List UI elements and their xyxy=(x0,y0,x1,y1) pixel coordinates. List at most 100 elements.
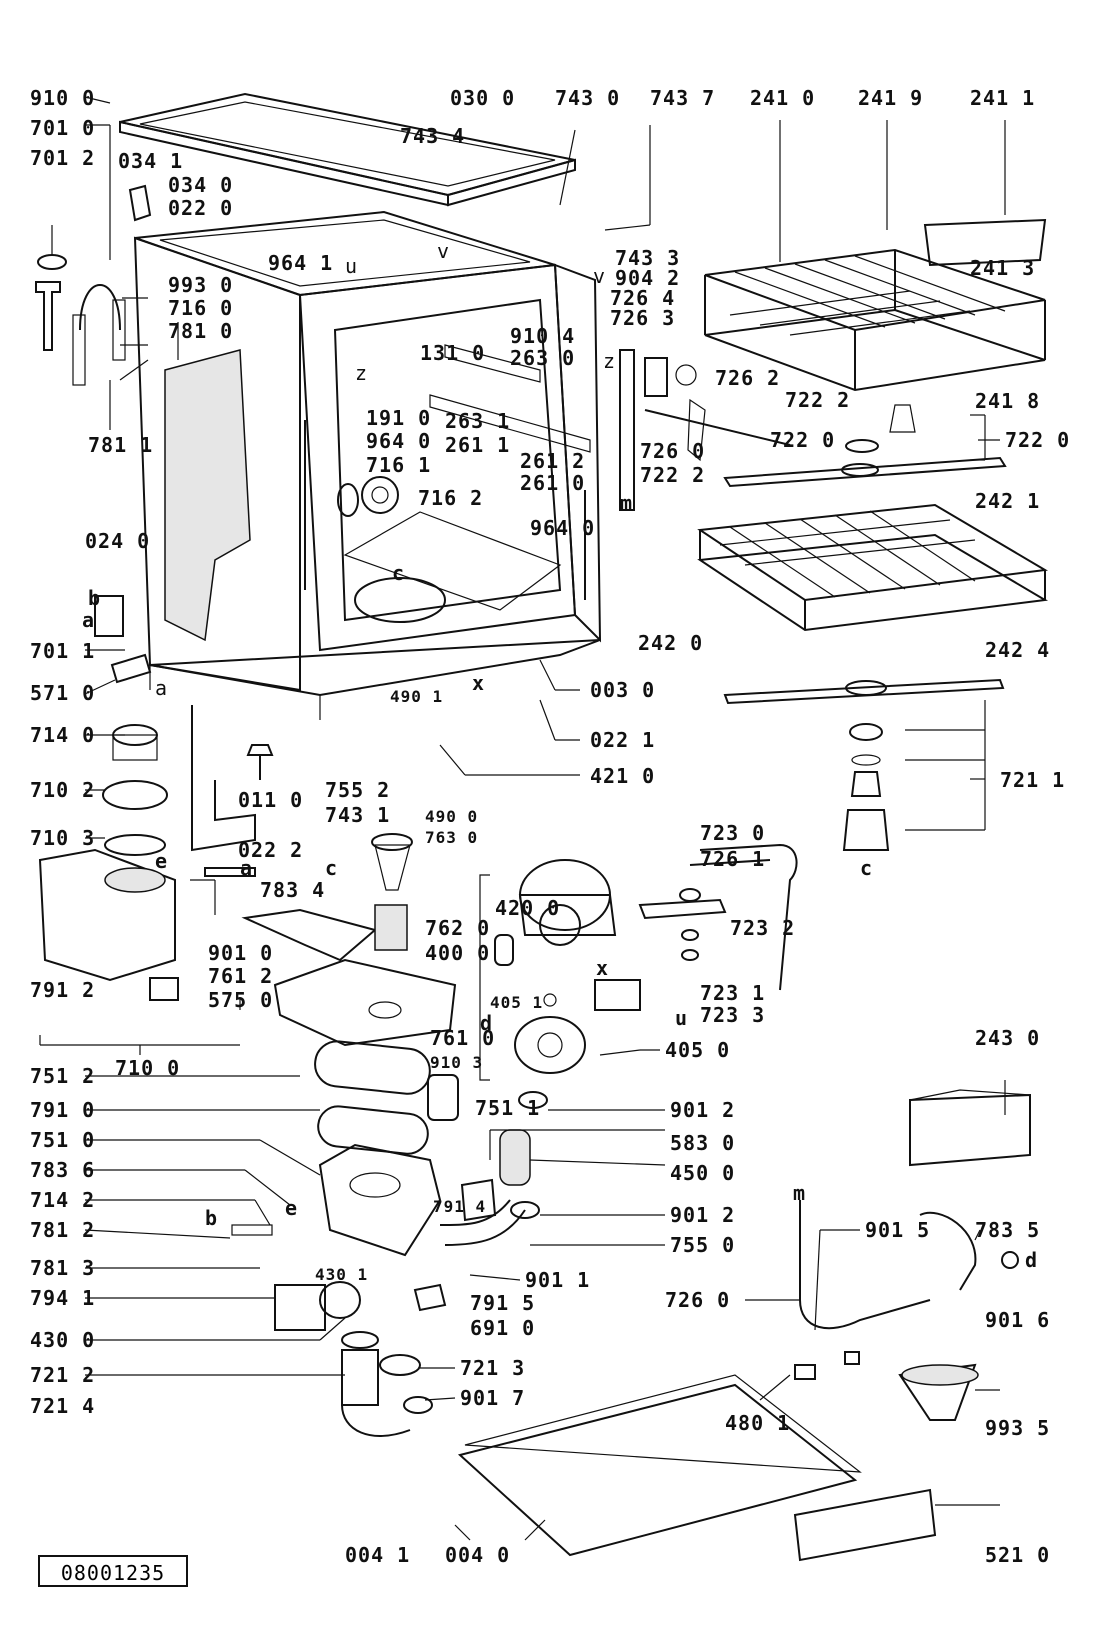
label-722-0-mid: 722 0 xyxy=(770,428,835,452)
letter-c: c xyxy=(392,561,405,585)
label-910-0: 910 0 xyxy=(30,86,95,110)
letter-a: a xyxy=(155,676,167,700)
label-710-0: 710 0 xyxy=(115,1056,180,1080)
label-901-5: 901 5 xyxy=(865,1218,930,1242)
letter-m: m xyxy=(793,1181,806,1205)
label-011-0: 011 0 xyxy=(238,788,303,812)
label-721-3: 721 3 xyxy=(460,1356,525,1380)
label-241-8: 241 8 xyxy=(975,389,1040,413)
label-761-2: 761 2 xyxy=(208,964,273,988)
label-791-2: 791 2 xyxy=(30,978,95,1002)
label-575-0: 575 0 xyxy=(208,988,273,1012)
label-004-0: 004 0 xyxy=(445,1543,510,1567)
label-242-0: 242 0 xyxy=(638,631,703,655)
letter-a: a xyxy=(240,856,253,880)
label-405-1: 405 1 xyxy=(490,993,543,1012)
label-521-0: 521 0 xyxy=(985,1543,1050,1567)
label-490-0: 490 0 xyxy=(425,807,478,826)
label-755-0: 755 0 xyxy=(670,1233,735,1257)
label-710-2: 710 2 xyxy=(30,778,95,802)
label-723-3: 723 3 xyxy=(700,1003,765,1027)
connection-letters: z z u v v c c c x x a a a b b e e d d m … xyxy=(82,239,1037,1272)
label-263-0: 263 0 xyxy=(510,346,575,370)
label-022-1: 022 1 xyxy=(590,728,655,752)
label-761-0: 761 0 xyxy=(430,1026,495,1050)
label-751-2: 751 2 xyxy=(30,1064,95,1088)
letter-c: c xyxy=(860,856,873,880)
base-tray xyxy=(457,1374,862,1557)
label-783-5: 783 5 xyxy=(975,1218,1040,1242)
label-794-1: 794 1 xyxy=(30,1286,95,1310)
label-743-4: 743 4 xyxy=(400,124,465,148)
label-743-3: 743 3 xyxy=(615,246,680,270)
label-910-3: 910 3 xyxy=(430,1053,483,1072)
label-751-0: 751 0 xyxy=(30,1128,95,1152)
label-726-2: 726 2 xyxy=(715,366,780,390)
letter-v: v xyxy=(593,264,605,288)
label-721-2: 721 2 xyxy=(30,1363,95,1387)
label-993-0: 993 0 xyxy=(168,273,233,297)
label-901-6: 901 6 xyxy=(985,1308,1050,1332)
label-191-0: 191 0 xyxy=(366,406,431,430)
label-261-1: 261 1 xyxy=(445,433,510,457)
label-242-1: 242 1 xyxy=(975,489,1040,513)
label-430-1: 430 1 xyxy=(315,1265,368,1284)
letter-z: z xyxy=(355,361,367,385)
label-721-1: 721 1 xyxy=(1000,768,1065,792)
label-726-3: 726 3 xyxy=(610,306,675,330)
label-480-1: 480 1 xyxy=(725,1411,790,1435)
label-721-4: 721 4 xyxy=(30,1394,95,1418)
label-964-1: 964 1 xyxy=(268,251,333,275)
label-964-0-right: 964 0 xyxy=(530,516,595,540)
label-004-1: 004 1 xyxy=(345,1543,410,1567)
label-762-0: 762 0 xyxy=(425,916,490,940)
label-743-7: 743 7 xyxy=(650,86,715,110)
lower-basket xyxy=(697,503,1049,632)
letter-u: u xyxy=(675,1006,688,1030)
label-241-3: 241 3 xyxy=(970,256,1035,280)
letter-x: x xyxy=(596,956,609,980)
label-263-1: 263 1 xyxy=(445,409,510,433)
label-131-0: 131 0 xyxy=(420,341,485,365)
label-714-0: 714 0 xyxy=(30,723,95,747)
letter-b: b xyxy=(88,586,101,610)
label-726-4: 726 4 xyxy=(610,286,675,310)
label-901-2-bottom: 901 2 xyxy=(670,1203,735,1227)
label-490-1: 490 1 xyxy=(390,687,443,706)
label-710-3: 710 3 xyxy=(30,826,95,850)
label-783-4: 783 4 xyxy=(260,878,325,902)
label-241-0: 241 0 xyxy=(750,86,815,110)
label-901-1: 901 1 xyxy=(525,1268,590,1292)
upper-basket xyxy=(704,218,1047,392)
part-labels: 910 0 701 0 701 2 034 1 034 0 022 0 030 … xyxy=(30,86,1069,1567)
label-034-1: 034 1 xyxy=(118,149,183,173)
leader-lines xyxy=(39,96,1006,1541)
label-751-1: 751 1 xyxy=(475,1096,540,1120)
letter-e: e xyxy=(155,849,168,873)
label-723-1: 723 1 xyxy=(700,981,765,1005)
label-405-0: 405 0 xyxy=(665,1038,730,1062)
label-701-0: 701 0 xyxy=(30,116,95,140)
label-243-0: 243 0 xyxy=(975,1026,1040,1050)
label-723-2: 723 2 xyxy=(730,916,795,940)
drain-assembly xyxy=(231,1224,447,1437)
label-583-0: 583 0 xyxy=(670,1131,735,1155)
label-993-5: 993 5 xyxy=(985,1416,1050,1440)
label-701-1: 701 1 xyxy=(30,639,95,663)
lower-spray-arm xyxy=(723,678,1005,851)
drawing-number-box: 08001235 xyxy=(38,1555,188,1587)
label-261-2: 261 2 xyxy=(520,449,585,473)
cabinet-body xyxy=(133,210,602,720)
label-763-0: 763 0 xyxy=(425,828,478,847)
label-701-2: 701 2 xyxy=(30,146,95,170)
label-910-4: 910 4 xyxy=(510,324,575,348)
motor-pump-assembly xyxy=(460,859,641,1222)
label-571-0: 571 0 xyxy=(30,681,95,705)
label-901-7: 901 7 xyxy=(460,1386,525,1410)
upper-spray-arm xyxy=(723,404,1007,488)
letter-a: a xyxy=(82,608,95,632)
letter-v: v xyxy=(437,239,449,263)
label-726-0-top: 726 0 xyxy=(640,439,705,463)
label-022-0: 022 0 xyxy=(168,196,233,220)
label-781-2: 781 2 xyxy=(30,1218,95,1242)
